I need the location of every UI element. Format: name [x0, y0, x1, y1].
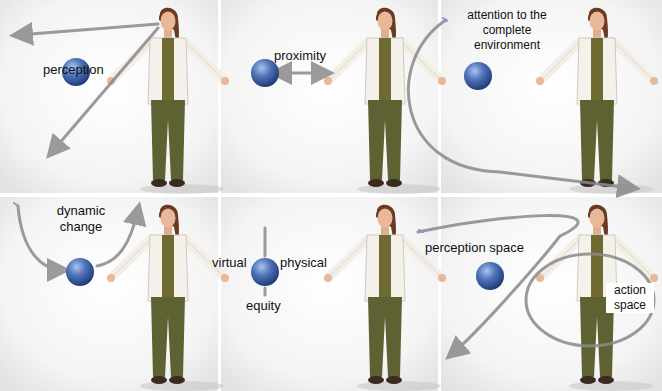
virtual-label: virtual	[212, 255, 247, 271]
perception-label: perception	[43, 62, 104, 78]
equity-label: equity	[246, 298, 281, 314]
dynamic-change-label: dynamic change	[45, 203, 117, 235]
perception-space-label: perception space	[425, 240, 524, 256]
proximity-label: proximity	[274, 48, 326, 64]
attention-label: attention to the complete environment	[455, 8, 559, 53]
action-space-label: action space	[606, 283, 654, 313]
physical-label: physical	[280, 255, 327, 271]
